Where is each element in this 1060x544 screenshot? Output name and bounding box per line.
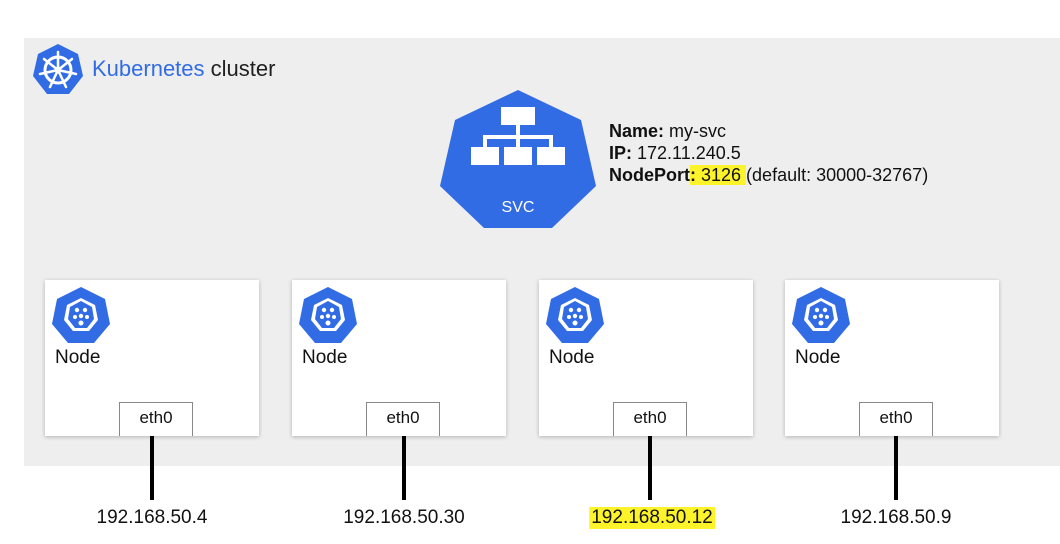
cluster-title: Kubernetes cluster xyxy=(92,56,275,82)
node-icon xyxy=(792,287,850,343)
service-ip-key: IP: xyxy=(609,143,633,163)
service-name-value: my-svc xyxy=(664,121,727,141)
service-info: Name: my-svc IP: 172.11.240.5 NodePort: … xyxy=(609,120,928,186)
node-icon xyxy=(546,287,604,343)
eth0-interface: eth0 xyxy=(859,402,933,436)
service-nodeport-key: NodePort xyxy=(609,165,690,185)
node-label: Node xyxy=(302,347,348,368)
node-card: Node eth0 xyxy=(539,280,753,436)
kubernetes-logo-icon xyxy=(33,44,83,94)
node-ip-address: 192.168.50.4 xyxy=(96,507,208,528)
node-ip-address-highlighted: 192.168.50.12 xyxy=(589,507,715,529)
node-ip-address: 192.168.50.30 xyxy=(343,507,465,528)
network-wire xyxy=(402,436,406,500)
network-wire xyxy=(150,436,154,500)
cluster-title-keyword: Kubernetes xyxy=(92,56,205,81)
node-label: Node xyxy=(795,347,841,368)
node-label: Node xyxy=(55,347,101,368)
service-nodeport-line: NodePort: 3126 (default: 30000-32767) xyxy=(609,164,928,186)
service-nodeport-default: (default: 30000-32767) xyxy=(746,165,929,185)
node-card: Node eth0 xyxy=(292,280,506,436)
cluster-title-suffix: cluster xyxy=(204,56,276,81)
eth0-interface: eth0 xyxy=(613,402,687,436)
node-card: Node eth0 xyxy=(45,280,259,436)
service-label: SVC xyxy=(501,199,535,216)
network-wire xyxy=(894,436,898,500)
service-name-key: Name: xyxy=(609,121,665,141)
service-icon xyxy=(440,90,596,228)
service-ip-value: 172.11.240.5 xyxy=(632,143,741,163)
node-label: Node xyxy=(549,347,595,368)
service-name-line: Name: my-svc xyxy=(609,120,928,142)
node-ip-address: 192.168.50.9 xyxy=(840,507,952,528)
eth0-interface: eth0 xyxy=(366,402,440,436)
service-ip-line: IP: 172.11.240.5 xyxy=(609,142,928,164)
service-nodeport-value: 3126 xyxy=(696,165,747,185)
node-icon xyxy=(299,287,357,343)
network-wire xyxy=(648,436,652,500)
node-icon xyxy=(52,287,110,343)
node-card: Node eth0 xyxy=(785,280,999,436)
service-nodeport-colon: : xyxy=(690,165,696,185)
eth0-interface: eth0 xyxy=(119,402,193,436)
